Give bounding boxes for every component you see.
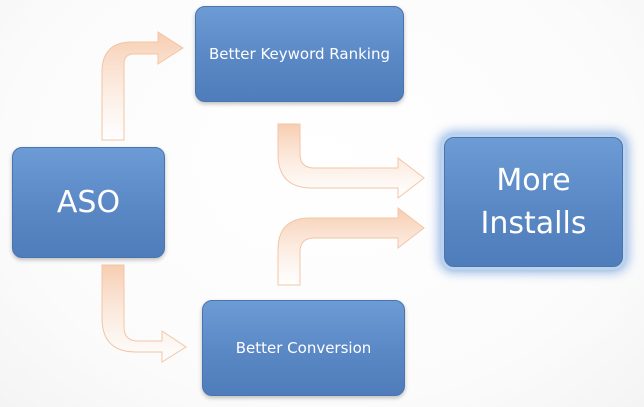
node-installs-label: More Installs bbox=[480, 162, 587, 242]
node-keyword-ranking-label: Better Keyword Ranking bbox=[209, 45, 390, 63]
node-conversion-label: Better Conversion bbox=[235, 339, 372, 357]
arrow-aso-to-keyword-ranking bbox=[101, 31, 184, 141]
node-conversion: Better Conversion bbox=[202, 300, 405, 396]
arrow-conversion-to-installs bbox=[277, 206, 425, 286]
node-aso: ASO bbox=[12, 147, 165, 258]
node-aso-label: ASO bbox=[56, 185, 121, 220]
arrow-keyword-ranking-to-installs bbox=[277, 123, 425, 200]
arrow-aso-to-conversion bbox=[101, 264, 187, 363]
node-installs: More Installs bbox=[444, 137, 623, 267]
node-keyword-ranking: Better Keyword Ranking bbox=[195, 6, 404, 102]
